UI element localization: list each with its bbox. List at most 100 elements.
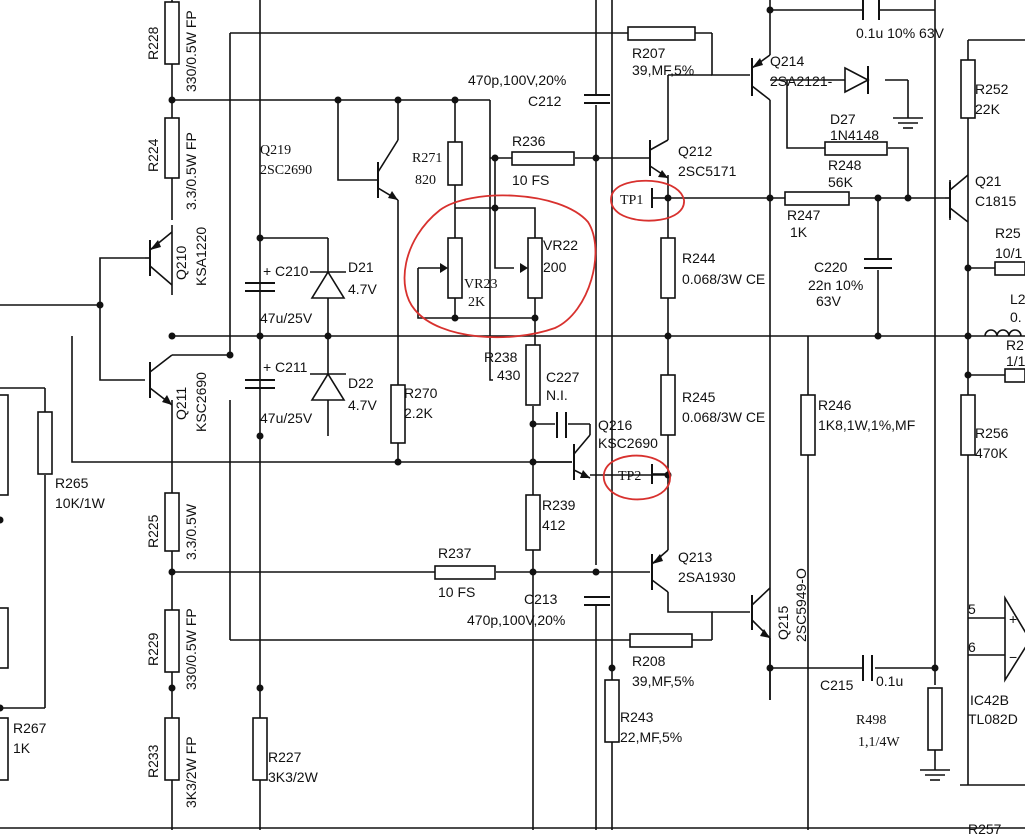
label-VR23-ref: VR23 [464, 277, 497, 292]
transistors [145, 54, 969, 700]
label-VR22-val: 200 [543, 259, 567, 275]
label-R248-val: 56K [828, 174, 854, 190]
label-R244-ref: R244 [682, 250, 716, 266]
label-R228-val: 330/0.5W FP [183, 10, 199, 92]
capacitor-C210 [245, 282, 275, 292]
label-C210-val: 47u/25V [260, 310, 313, 326]
transistor-Q214 [751, 54, 787, 101]
label-Q212-val: 2SC5171 [678, 163, 737, 179]
label-D27-val: 1N4148 [830, 127, 879, 143]
resistor-R2x [1004, 368, 1025, 383]
label-R246-val: 1K8,1W,1%,MF [818, 417, 915, 433]
label-Q210-val: KSA1220 [193, 227, 209, 286]
resistor-R207 [627, 26, 696, 41]
label-R247-val: 1K [790, 224, 808, 240]
label-Q21-val: C1815 [975, 193, 1016, 209]
label-pin6: 6 [968, 639, 976, 655]
label-D21-val: 4.7V [348, 281, 377, 297]
label-R233-val: 3K3/2W FP [183, 736, 199, 808]
resistor-left-1 [0, 394, 9, 496]
label-R225-ref: R225 [145, 514, 161, 548]
label-R243-ref: R243 [620, 709, 654, 725]
resistor-R265 [37, 411, 53, 475]
label-C227-val: N.I. [546, 387, 568, 403]
capacitor-C220 [864, 258, 892, 269]
resistor-R237 [434, 565, 496, 580]
label-C210-plus: + [263, 263, 271, 279]
resistor-R245 [660, 374, 676, 436]
label-R236-ref: R236 [512, 133, 546, 149]
transistor-Q213 [651, 549, 669, 593]
label-Q213-ref: Q213 [678, 549, 712, 565]
label-R229-ref: R229 [145, 632, 161, 666]
resistor-R247 [784, 191, 850, 206]
resistors [0, 1, 1025, 781]
label-VR22-ref: VR22 [543, 237, 578, 253]
capacitors [245, 0, 892, 681]
label-R229-val: 330/0.5W FP [183, 608, 199, 690]
label-TP2: TP2 [618, 469, 641, 484]
label-D22-ref: D22 [348, 375, 374, 391]
label-R236-val: 10 FS [512, 172, 549, 188]
resistor-R239 [525, 494, 541, 551]
inductor-L2 [984, 329, 1022, 337]
label-D21-ref: D21 [348, 259, 374, 275]
label-R227-val: 3K3/2W [268, 769, 319, 785]
label-R233-ref: R233 [145, 744, 161, 778]
label-R228-ref: R228 [145, 26, 161, 60]
label-R207-val: 39,MF,5% [632, 62, 694, 78]
resistor-R233 [164, 717, 180, 781]
label-C211-val: 47u/25V [260, 410, 313, 426]
label-opamp-plus: + [1009, 611, 1017, 627]
label-R498-ref: R498 [856, 713, 886, 728]
label-R25x-val: 10/1 [995, 245, 1022, 261]
diode-D27 [844, 66, 870, 94]
labels: R228 330/0.5W FP R224 3.3/0.5W FP Q210 K… [13, 10, 1025, 836]
label-R256-ref: R256 [975, 425, 1009, 441]
resistor-R256 [960, 394, 976, 456]
label-R245-ref: R245 [682, 389, 716, 405]
resistor-R225 [164, 492, 180, 552]
resistor-R238 [525, 344, 541, 406]
resistor-R208 [629, 633, 693, 648]
ground-icon [920, 769, 950, 781]
resistor-left-2 [0, 607, 9, 669]
label-IC42B-val: TL082D [968, 711, 1018, 727]
label-R498-val: 1,1/4W [858, 735, 900, 750]
label-Q215-ref: Q215 [775, 606, 791, 640]
label-Q219-ref: Q219 [260, 143, 291, 158]
label-R225-val: 3.3/0.5W [183, 503, 199, 560]
label-D27-ref: D27 [830, 111, 856, 127]
label-R239-ref: R239 [542, 497, 576, 513]
zener-D21 [310, 270, 346, 299]
label-C213-val: 470p,100V,20% [467, 612, 565, 628]
resistor-R25x [994, 261, 1025, 276]
label-Q215-val: 2SC5949-O [793, 568, 809, 642]
label-Q211-ref: Q211 [173, 387, 189, 420]
label-opamp-minus: − [1009, 649, 1017, 665]
transistor-Q212 [649, 139, 669, 179]
potentiometer-VR23 [447, 237, 463, 299]
label-R257-ref: R257 [968, 821, 1002, 836]
label-Q216-val: KSC2690 [598, 435, 658, 451]
label-C213-ref: C213 [524, 591, 558, 607]
label-R270-ref: R270 [404, 385, 438, 401]
label-R224-ref: R224 [145, 138, 161, 172]
label-R208-ref: R208 [632, 653, 666, 669]
transistor-Q21 [945, 174, 969, 223]
zener-D22 [310, 372, 346, 401]
highlight-bias-network [403, 194, 597, 339]
resistor-R270 [390, 384, 406, 444]
resistor-R228 [164, 1, 180, 65]
label-TP1: TP1 [620, 193, 643, 208]
label-R270-val: 2.2K [404, 405, 433, 421]
label-Q213-val: 2SA1930 [678, 569, 736, 585]
label-pin5: 5 [968, 601, 976, 617]
label-R256-val: 470K [975, 445, 1008, 461]
label-L2x-val: 0. [1010, 309, 1022, 325]
label-L2x-ref: L2 [1010, 291, 1025, 307]
label-C215-ref: C215 [820, 677, 854, 693]
capacitor-C227 [556, 412, 567, 438]
transistor-Q211 [149, 354, 173, 406]
